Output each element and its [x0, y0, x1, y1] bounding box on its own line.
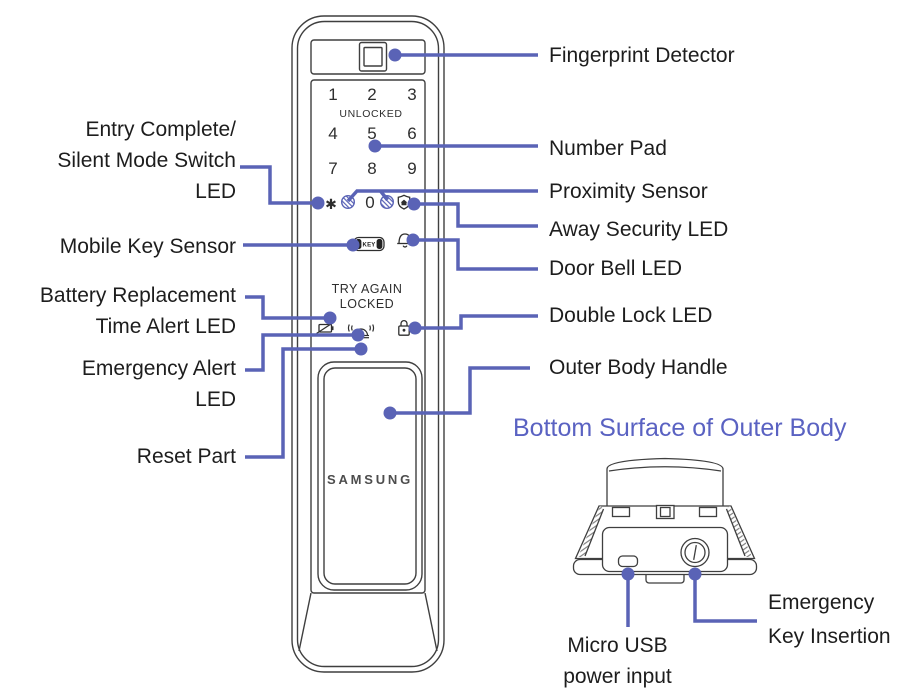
keypad-key-8: 8: [367, 159, 377, 178]
keypad-key-3: 3: [407, 85, 417, 104]
callout-line-battery-alert-led: [245, 295, 330, 320]
callout-line-emergency-key: [693, 574, 757, 623]
bottom-surface-view: [572, 457, 758, 584]
samsung-logo: SAMSUNG: [326, 472, 414, 487]
emergency-keyhole-icon: [680, 537, 710, 568]
bottom-slot-left: [611, 506, 631, 518]
keypad-key-6: 6: [407, 124, 417, 143]
label-double-lock-led: Double Lock LED: [549, 304, 713, 327]
callout-dot: [368, 139, 382, 153]
label-line: Time Alert LED: [95, 315, 236, 338]
status-try-again: TRY AGAIN: [331, 282, 403, 296]
callout-line-reset-part: [245, 347, 361, 459]
bottom-slot-center-inner: [659, 506, 671, 518]
callout-dots: [311, 48, 702, 581]
label-line: LED: [195, 180, 236, 203]
bottom-left-slant-line: [584, 508, 605, 557]
callout-dot: [407, 197, 421, 211]
label-battery-replacement-time-alert-led: Battery Replacement Time Alert LED: [40, 280, 236, 342]
callout-line-outer-body-handle: [390, 366, 530, 415]
away-security-icon: [397, 194, 411, 210]
label-away-security-led: Away Security LED: [549, 218, 729, 241]
callout-dot: [408, 321, 422, 335]
callout-line-door-bell-led: [413, 238, 538, 271]
label-number-pad: Number Pad: [549, 137, 667, 160]
label-door-bell-led: Door Bell LED: [549, 257, 683, 280]
callout-dot: [688, 567, 702, 581]
label-line: LED: [195, 388, 236, 411]
taper-line-right: [424, 592, 438, 652]
callout-dot: [406, 233, 420, 247]
callout-dot: [388, 48, 402, 62]
callout-dot: [621, 567, 635, 581]
callout-dot: [311, 196, 325, 210]
label-emergency-alert-led: Emergency Alert LED: [82, 353, 236, 415]
label-line: Micro USB: [567, 634, 668, 657]
keypad-key-1: 1: [328, 85, 338, 104]
label-proximity-sensor: Proximity Sensor: [549, 180, 708, 203]
label-micro-usb-power-input: Micro USB power input: [505, 630, 730, 692]
front-view-outer-body: [291, 15, 445, 673]
callout-line-emergency-alert-led: [245, 333, 358, 372]
label-line: Emergency: [768, 591, 875, 614]
label-line: Reset Part: [136, 445, 236, 468]
callout-dot: [351, 328, 365, 342]
label-entry-complete-silent-mode-switch-led: Entry Complete/ Silent Mode Switch LED: [57, 114, 236, 207]
handle-bottom-inner-arc: [608, 466, 722, 472]
keypad-key-9: 9: [407, 159, 417, 178]
bottom-slot-right: [698, 506, 718, 518]
handle-bottom-outline: [606, 457, 724, 506]
bottom-surface-heading: Bottom Surface of Outer Body: [513, 414, 847, 442]
label-line: Key Insertion: [768, 625, 891, 648]
callout-dot: [323, 311, 337, 325]
callout-line-away-security-led: [414, 202, 538, 228]
label-line: Entry Complete/: [85, 118, 236, 141]
keypad-key-0: 0: [365, 193, 375, 212]
taper-line-left: [298, 592, 312, 652]
callout-dot: [346, 238, 360, 252]
micro-usb-port-icon: [617, 555, 639, 568]
callout-line-entry-silent-led: [240, 165, 318, 205]
keypad-key-5: 5: [367, 124, 377, 143]
label-line: power input: [563, 665, 672, 688]
label-line: Emergency Alert: [81, 357, 236, 380]
callout-line-proximity-branch: [379, 189, 389, 202]
bottom-left-hatch: [578, 506, 604, 557]
callout-lines: [240, 53, 757, 627]
callout-line-double-lock-led: [415, 314, 538, 330]
label-fingerprint-detector: Fingerprint Detector: [549, 44, 735, 67]
label-outer-body-handle: Outer Body Handle: [549, 356, 728, 379]
callout-dot: [383, 406, 397, 420]
label-mobile-key-sensor: Mobile Key Sensor: [60, 231, 236, 262]
key-badge-label: KEY: [363, 242, 376, 248]
label-emergency-key-insertion: Emergency Key Insertion: [768, 586, 891, 654]
fingerprint-scanner-inner: [363, 46, 383, 67]
outer-body-handle-inner: [323, 367, 417, 585]
label-line: Battery Replacement: [39, 284, 236, 307]
keypad-key-7: 7: [328, 159, 338, 178]
proximity-sensor-icon: [380, 194, 395, 209]
keypad-key-star: ✱: [325, 196, 337, 212]
status-locked: LOCKED: [339, 297, 395, 311]
unlocked-label: UNLOCKED: [339, 108, 403, 120]
callout-line-proximity-sensor: [346, 189, 538, 203]
keypad-key-4: 4: [328, 124, 338, 143]
callout-dot: [354, 342, 368, 356]
label-line: Silent Mode Switch: [57, 149, 236, 172]
bottom-right-slant-line: [725, 508, 746, 557]
label-line: Mobile Key Sensor: [59, 235, 236, 258]
bottom-right-hatch: [726, 506, 752, 557]
keypad-key-2: 2: [367, 85, 377, 104]
label-reset-part: Reset Part: [137, 441, 236, 472]
